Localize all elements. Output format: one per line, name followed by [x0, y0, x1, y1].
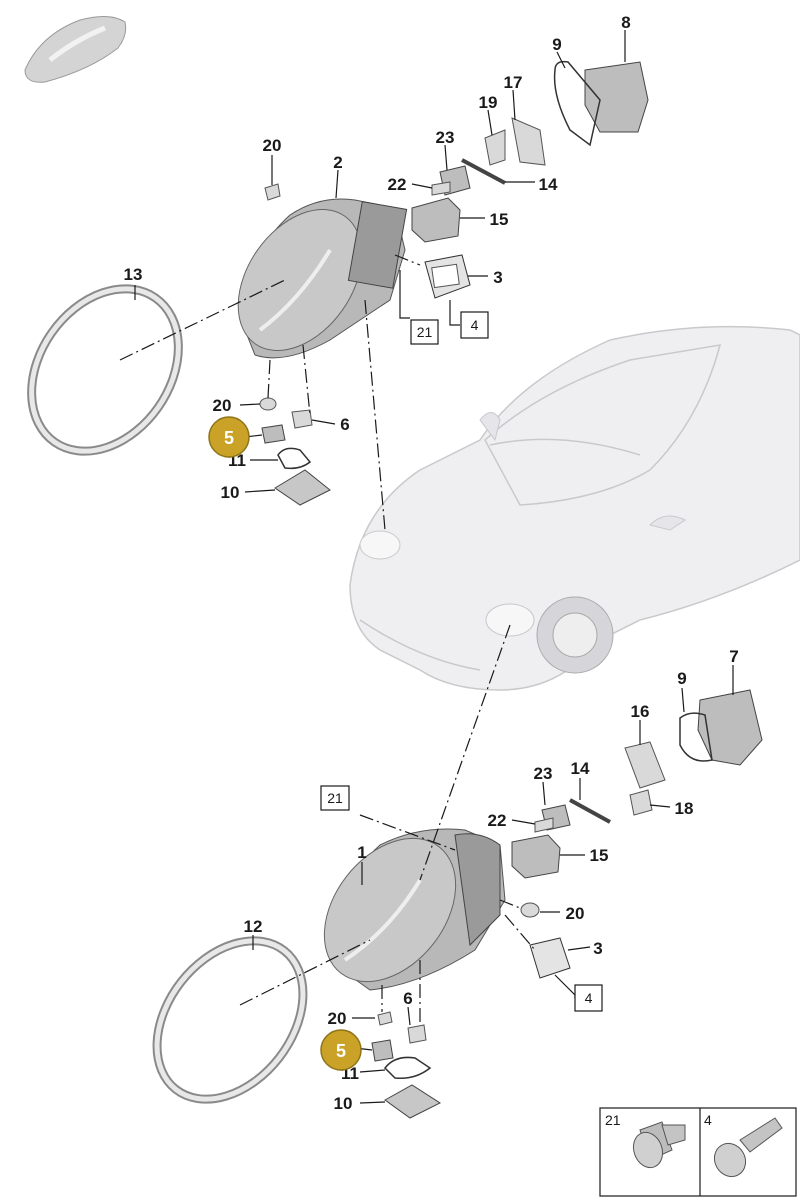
- callout-upper-20b: 20: [213, 396, 232, 415]
- car-illustration: [349, 325, 800, 691]
- legend-label-21: 21: [605, 1112, 621, 1128]
- callout-upper-9: 9: [552, 35, 561, 54]
- callout-lower-12: 12: [244, 917, 263, 936]
- callout-upper-23: 23: [436, 128, 455, 147]
- callout-upper-15: 15: [490, 210, 509, 229]
- callout-upper-6: 6: [340, 415, 349, 434]
- control-unit-3-lower-part: [529, 937, 571, 979]
- boxed-callout-upper-21: 21: [410, 319, 439, 345]
- trim-ring-13-part: [27, 284, 183, 456]
- callout-upper-3: 3: [493, 268, 502, 287]
- callout-upper-13: 13: [124, 265, 143, 284]
- callout-lower-22: 22: [488, 811, 507, 830]
- callout-lower-20a: 20: [566, 904, 585, 923]
- callout-upper-22: 22: [388, 175, 407, 194]
- assembly-lines: [119, 254, 536, 1025]
- leader-lines: [134, 30, 734, 1104]
- upper-callouts: 8 9 17 19 23 20 2 22 14 15 13 3 20 6 11 …: [124, 13, 631, 502]
- callout-lower-9: 9: [677, 669, 686, 688]
- callout-upper-19: 19: [479, 93, 498, 112]
- trim-ring-12-part: [152, 936, 308, 1104]
- control-module-15-lower-part: [511, 834, 561, 879]
- callout-upper-14: 14: [539, 175, 558, 194]
- badge-circle: [209, 417, 249, 457]
- callout-lower-15: 15: [590, 846, 609, 865]
- legend-label-4: 4: [704, 1112, 712, 1128]
- bracket-16-part: [624, 741, 666, 789]
- callout-lower-3: 3: [593, 939, 602, 958]
- boxed-callout-upper-4: 4: [460, 311, 489, 339]
- svg-text:21: 21: [417, 324, 433, 340]
- control-module-15-part: [411, 197, 461, 243]
- callout-lower-1: 1: [357, 843, 366, 862]
- callout-lower-18: 18: [675, 799, 694, 818]
- callout-upper-8: 8: [621, 13, 630, 32]
- lower-headlight-assembly: [152, 689, 763, 1119]
- lower-callouts: 7 9 16 23 14 18 22 15 1 20 12 3 6 20 11 …: [244, 647, 739, 1113]
- svg-text:5: 5: [224, 428, 234, 448]
- svg-text:4: 4: [585, 990, 593, 1006]
- callout-lower-10: 10: [334, 1094, 353, 1113]
- boxed-callout-lower-4: 4: [574, 984, 603, 1012]
- callout-lower-7: 7: [729, 647, 738, 666]
- car-thumbnail-icon: [24, 16, 127, 83]
- highlight-badge-upper-5[interactable]: 5: [208, 416, 250, 458]
- fastener-legend: 21 4: [599, 1107, 797, 1197]
- bolt-4-icon: [713, 1117, 783, 1178]
- callout-upper-20a: 20: [263, 136, 282, 155]
- callout-lower-23: 23: [534, 764, 553, 783]
- bracket-17-19-part: [484, 117, 546, 166]
- bracket-7-part: [679, 689, 763, 766]
- bracket-8-part: [553, 60, 649, 147]
- svg-text:5: 5: [336, 1041, 346, 1061]
- callout-lower-6: 6: [403, 989, 412, 1008]
- svg-text:21: 21: [327, 790, 343, 806]
- control-unit-3-part: [424, 254, 471, 299]
- callout-lower-14: 14: [571, 759, 590, 778]
- callout-upper-10: 10: [221, 483, 240, 502]
- callout-lower-20b: 20: [328, 1009, 347, 1028]
- headlight-left-part: [237, 198, 408, 359]
- highlight-badge-lower-5[interactable]: 5: [320, 1029, 362, 1071]
- screw-21-icon: [632, 1121, 686, 1169]
- callout-upper-2: 2: [333, 153, 342, 172]
- callout-lower-16: 16: [631, 702, 650, 721]
- headlight-right-part: [323, 828, 506, 991]
- callout-upper-17: 17: [504, 73, 523, 92]
- svg-text:4: 4: [471, 317, 479, 333]
- boxed-callout-lower-21: 21: [320, 785, 350, 811]
- upper-headlight-assembly: [27, 60, 649, 506]
